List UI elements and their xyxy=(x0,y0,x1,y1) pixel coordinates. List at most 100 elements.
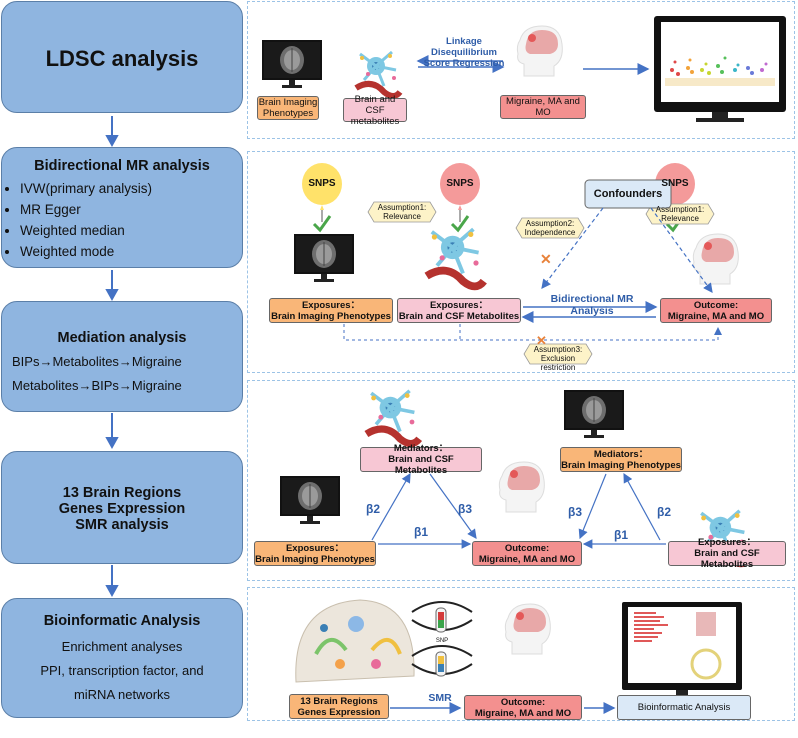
step-mediation: Mediation analysis BIPs→Metabolites→Migr… xyxy=(1,301,243,412)
mediator-bip-line2: Brain Imaging Phenotypes xyxy=(561,459,681,471)
panel1-artwork xyxy=(261,16,786,122)
step-smr-title-3: SMR analysis xyxy=(75,517,169,533)
cross-mark-icon: ✕ xyxy=(540,251,552,267)
neuron-metabolite-icon xyxy=(427,229,484,286)
bioinfo-line-2: PPI, transcription factor, and xyxy=(40,663,204,678)
outcome-box: Outcome: Migraine, MA and MO xyxy=(660,298,772,323)
monitor-brain-mri-icon xyxy=(279,475,341,525)
assumption1-label: Assumption1: Relevance xyxy=(655,205,705,223)
regions-line1: 13 Brain Regions xyxy=(300,695,378,707)
bioinfo-box: Bioinformatic Analysis xyxy=(617,695,751,720)
mr-methods-list: IVW(primary analysis) MR Egger Weighted … xyxy=(2,178,242,262)
mediator-metab-line1: Mediators： xyxy=(393,443,449,454)
beta1-label: β1 xyxy=(414,525,428,539)
head-brain-icon xyxy=(516,25,563,77)
panel3-artwork xyxy=(279,389,749,564)
exposure-metab-line1: Exposures： xyxy=(697,537,757,548)
exposure-metab-box: Exposures： Brain and CSF Metabolites xyxy=(668,537,786,570)
neuron-metabolite-icon xyxy=(366,391,419,444)
exposure-bip-line1: Exposures： xyxy=(301,299,361,311)
metab-label: Brain and CSF metabolites xyxy=(343,94,407,127)
mediation-path-1: BIPs→Metabolites→Migraine xyxy=(12,354,182,369)
exposure-metab-box: Exposures： Brain and CSF Metabolites xyxy=(397,298,521,323)
confounders-box xyxy=(584,179,672,209)
bip-label: Brain Imaging Phenotypes xyxy=(257,96,319,120)
assumption2-label: Assumption2: Independence xyxy=(524,219,576,237)
outcome-line1: Outcome: xyxy=(504,542,550,554)
step-ldsc-title: LDSC analysis xyxy=(45,46,199,71)
outcome-box: Outcome: Migraine, MA and MO xyxy=(472,541,582,566)
brain-section-icon xyxy=(295,599,415,683)
step-bioinfo-title: Bioinformatic Analysis xyxy=(43,613,201,629)
confounders-label: Confounders xyxy=(593,188,663,200)
smr-label: SMR xyxy=(428,692,452,704)
mr-label: Bidirectional MR Analysis xyxy=(550,293,634,317)
panel-ldsc xyxy=(247,1,795,139)
step-bioinformatic: Bioinformatic Analysis Enrichment analys… xyxy=(1,598,243,718)
snp-label: SNPS xyxy=(446,178,474,189)
list-item: MR Egger xyxy=(20,199,242,220)
exposure-metab-line2: Brain and CSF Metabolites xyxy=(694,548,760,570)
outcome-line2: Migraine, MA and MO xyxy=(478,553,576,565)
exposure-bip-line2: Brain Imaging Phenotypes xyxy=(271,310,391,322)
beta3-label: β3 xyxy=(568,505,582,519)
beta1-label: β1 xyxy=(614,528,628,542)
step-ldsc: LDSC analysis xyxy=(1,1,243,113)
bioinfo-line-3: miRNA networks xyxy=(73,687,171,702)
mediation-path-2: Metabolites→BIPs→Migraine xyxy=(12,378,182,393)
outcome-line2: Migraine, MA and MO xyxy=(474,707,572,719)
exposure-bip-box: Exposures： Brain Imaging Phenotypes xyxy=(254,541,376,566)
snp-label: SNPS xyxy=(661,178,689,189)
list-item: Weighted median xyxy=(20,220,242,241)
mediator-metab-box: Mediators： Brain and CSF Metabolites xyxy=(360,443,482,476)
step-mediation-title: Mediation analysis xyxy=(57,330,187,346)
regions-box: 13 Brain Regions Genes Expression xyxy=(289,694,389,719)
ldsc-label: Linkage Disequilibrium Score Regression xyxy=(423,36,505,69)
panel-mr xyxy=(247,151,795,373)
bioinformatic-monitor-icon xyxy=(622,602,742,700)
assumption3-label: Assumption3: Exclusion restriction xyxy=(533,345,583,372)
mediator-bip-box: Mediators： Brain Imaging Phenotypes xyxy=(560,447,682,472)
migraine-label: Migraine, MA and MO xyxy=(500,95,586,119)
outcome-line1: Outcome: xyxy=(500,696,546,708)
exposure-bip-line2: Brain Imaging Phenotypes xyxy=(255,553,375,565)
assumption1-label: Assumption1: Relevance xyxy=(377,203,427,221)
exposure-bip-line1: Exposures： xyxy=(285,542,345,554)
panel-mediation xyxy=(247,380,795,581)
panel4-artwork xyxy=(295,599,742,714)
beta2-label: β2 xyxy=(366,502,380,516)
cross-mark-icon: ✕ xyxy=(536,333,547,348)
manhattan-plot-monitor-icon xyxy=(654,16,786,122)
outcome-box: Outcome: Migraine, MA and MO xyxy=(464,695,582,720)
exposure-metab-line1: Exposures： xyxy=(429,299,489,311)
step-mr-title: Bidirectional MR analysis xyxy=(34,158,210,174)
dna-helix-icon xyxy=(411,601,473,677)
head-brain-icon xyxy=(498,461,545,513)
list-item: Weighted mode xyxy=(20,241,242,262)
monitor-brain-mri-icon xyxy=(261,39,323,89)
beta3-label: β3 xyxy=(458,502,472,516)
neuron-metabolite-icon xyxy=(356,52,400,96)
step-smr-title-2: Genes Expression xyxy=(58,501,186,517)
mediator-metab-line2: Brain and CSF Metabolites xyxy=(388,454,454,476)
step-smr-title-1: 13 Brain Regions xyxy=(62,485,182,501)
panel-smr xyxy=(247,587,795,721)
monitor-brain-mri-icon xyxy=(293,233,355,283)
snp-label: SNP xyxy=(435,638,449,644)
regions-line2: Genes Expression xyxy=(297,706,381,718)
snp-label: SNPS xyxy=(308,178,336,189)
panel2-artwork: ✕ ✕ xyxy=(293,163,739,365)
list-item: IVW(primary analysis) xyxy=(20,178,242,199)
outcome-line1: Outcome: xyxy=(693,299,739,311)
outcome-line2: Migraine, MA and MO xyxy=(667,310,765,322)
mediator-bip-line1: Mediators： xyxy=(593,448,649,460)
step-mr: Bidirectional MR analysis IVW(primary an… xyxy=(1,147,243,268)
beta2-label: β2 xyxy=(657,505,671,519)
head-brain-icon xyxy=(504,603,551,655)
monitor-brain-mri-icon xyxy=(563,389,625,439)
exposure-metab-line2: Brain and CSF Metabolites xyxy=(398,310,520,322)
step-smr: 13 Brain Regions Genes Expression SMR an… xyxy=(1,451,243,564)
